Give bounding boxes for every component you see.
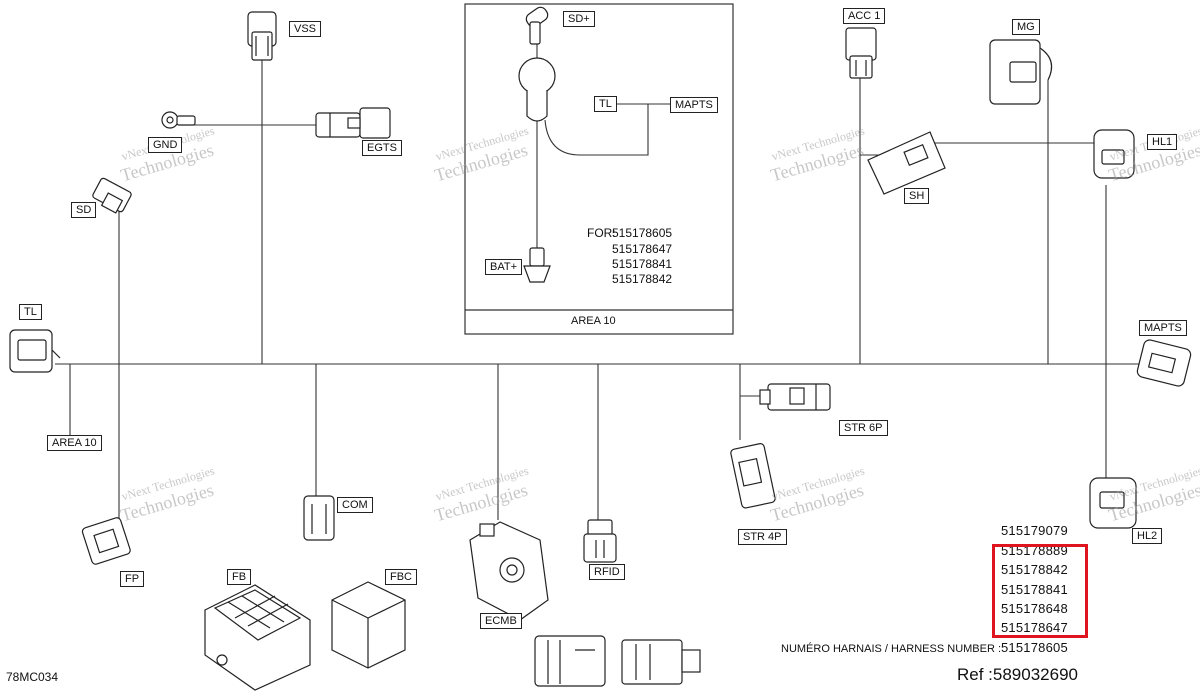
label-gnd: GND — [148, 137, 183, 153]
label-ecmb: ECMB — [480, 613, 522, 629]
sh-connector-icon — [867, 131, 946, 195]
rfid-connector-icon — [583, 519, 617, 563]
egts-connector-icon — [315, 107, 391, 139]
vss-connector-icon — [247, 11, 277, 61]
label-com: COM — [337, 497, 373, 513]
label-inset-tl: TL — [594, 96, 617, 112]
label-area10: AREA 10 — [47, 435, 102, 451]
label-egts: EGTS — [362, 140, 402, 156]
fuse-box-icon — [204, 584, 311, 691]
harness-number: 515178647 — [1001, 620, 1068, 635]
inset-part-number: 515178647 — [612, 242, 673, 256]
label-hl2: HL2 — [1132, 528, 1163, 544]
str6p-connector-icon — [759, 383, 831, 411]
inset-title: AREA 10 — [571, 315, 616, 327]
harness-number: 515179079 — [1001, 523, 1068, 538]
harness-number: 515178841 — [1001, 582, 1068, 597]
tl-connector-icon — [9, 329, 61, 373]
label-bat-plus: BAT+ — [485, 259, 523, 275]
inset-part-number: 515178841 — [612, 257, 673, 271]
label-tl: TL — [19, 304, 42, 320]
hl2-connector-icon — [1089, 477, 1137, 529]
harness-number: 515178648 — [1001, 601, 1068, 616]
inset-part-number: 515178842 — [612, 272, 673, 286]
label-inset-mapts: MAPTS — [670, 97, 718, 113]
label-rfid: RFID — [589, 564, 625, 580]
mapts-connector-icon — [1136, 339, 1192, 387]
label-fbc: FBC — [385, 569, 417, 585]
label-fp: FP — [120, 571, 145, 587]
hl1-connector-icon — [1093, 129, 1135, 179]
inset-frame — [464, 3, 734, 335]
harness-number: 515178842 — [1001, 562, 1068, 577]
inset-for-prefix: FOR: — [587, 226, 616, 240]
gnd-ring-terminal-icon — [161, 111, 196, 129]
label-vss: VSS — [289, 21, 322, 37]
harness-highlight-box — [992, 544, 1088, 638]
label-hl1: HL1 — [1147, 134, 1178, 150]
bat-plus-terminal-icon — [523, 247, 551, 283]
label-sd: SD — [71, 202, 97, 218]
sd-connector-icon — [92, 177, 132, 214]
acc1-connector-icon — [845, 27, 877, 79]
figure-id: 78MC034 — [6, 670, 59, 684]
fp-connector-icon — [81, 517, 131, 565]
ecmb-connector-icon — [469, 521, 701, 687]
str4p-connector-icon — [730, 443, 776, 509]
harness-wires — [55, 30, 1150, 530]
com-connector-icon — [303, 495, 335, 541]
mg-connector-icon — [989, 39, 1053, 105]
label-mapts: MAPTS — [1139, 320, 1187, 336]
label-str6p: STR 6P — [839, 420, 888, 436]
label-sh: SH — [904, 188, 930, 204]
harness-number-label: NUMÉRO HARNAIS / HARNESS NUMBER : — [781, 643, 1002, 655]
harness-number: 515178605 — [1001, 640, 1068, 655]
inset-part-number: 515178605 — [612, 226, 673, 240]
sd-plus-terminal-icon — [518, 6, 556, 122]
label-mg: MG — [1012, 19, 1040, 35]
label-sd-plus: SD+ — [563, 11, 595, 27]
reference-number: Ref :589032690 — [957, 665, 1078, 684]
label-str4p: STR 4P — [738, 529, 787, 545]
label-fb: FB — [227, 569, 252, 585]
fuse-box-cover-icon — [331, 581, 406, 669]
label-acc1: ACC 1 — [843, 8, 886, 24]
